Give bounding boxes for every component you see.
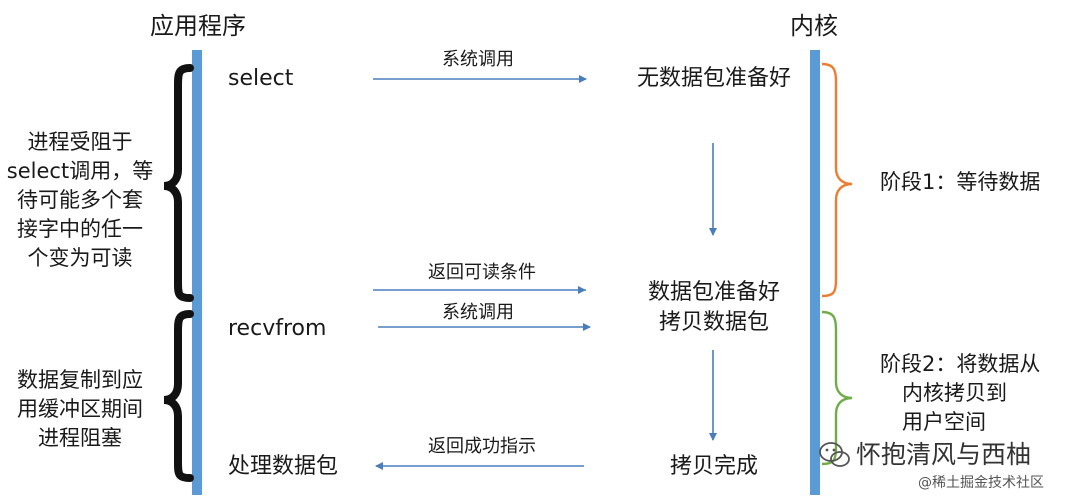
process-packet-label: 处理数据包 [228, 454, 339, 479]
blocked-select-line-5: 个变为可读 [27, 246, 133, 270]
blocked-copy-line-1: 数据复制到应 [17, 368, 143, 392]
return-readable-label: 返回可读条件 [428, 262, 536, 283]
app-timeline-bar [192, 50, 202, 495]
arrow-return-readable-head [578, 286, 586, 294]
syscall-1-label: 系统调用 [442, 49, 514, 70]
blocked-select-line-1: 进程受阻于 [27, 130, 133, 154]
blocked-select-line-3: 待可能多个套 [17, 188, 143, 212]
stage1-label: 阶段1：等待数据 [880, 170, 1041, 194]
brace-blocked-select [163, 64, 194, 302]
brace-blocked-copy [163, 310, 194, 482]
blocked-select-line-2: select调用，等 [6, 159, 154, 183]
wechat-icon [819, 442, 850, 467]
data-ready-label: 数据包准备好 拷贝数据包 [624, 278, 804, 338]
kernel-timeline-bar [810, 50, 820, 495]
stage2-line-1: 阶段2：将数据从 [880, 352, 1041, 376]
watermark-community: @稀土掘金技术社区 [918, 475, 1044, 491]
blocked-copy-line-2: 用缓冲区期间 [17, 397, 143, 421]
app-column-title: 应用程序 [150, 12, 246, 40]
data-ready-line-1: 数据包准备好 [647, 280, 780, 305]
watermark-author: 怀抱清风与西柚 [856, 440, 1032, 469]
blocked-select-line-4: 接字中的任一 [17, 217, 143, 241]
stage2-line-2: 内核拷贝到 [902, 381, 1007, 405]
stage2-line-3: 用户空间 [902, 410, 986, 434]
brace-stage2 [821, 310, 853, 466]
no-data-ready-label: 无数据包准备好 [636, 66, 791, 91]
stage2-label: 阶段2：将数据从 内核拷贝到 用户空间 [880, 350, 1040, 437]
blocked-copy-note: 数据复制到应 用缓冲区期间 进程阻塞 [0, 366, 160, 453]
return-success-label: 返回成功指示 [428, 436, 536, 457]
blocked-select-note: 进程受阻于 select调用，等 待可能多个套 接字中的任一 个变为可读 [0, 128, 160, 273]
recvfrom-call-label: recvfrom [228, 316, 327, 341]
syscall-2-label: 系统调用 [442, 302, 514, 323]
copy-done-label: 拷贝完成 [669, 454, 758, 479]
data-ready-line-2: 拷贝数据包 [658, 310, 769, 335]
kernel-column-title: 内核 [790, 12, 838, 40]
blocked-copy-line-3: 进程阻塞 [38, 426, 122, 450]
brace-stage1 [821, 62, 853, 298]
select-call-label: select [228, 66, 294, 91]
